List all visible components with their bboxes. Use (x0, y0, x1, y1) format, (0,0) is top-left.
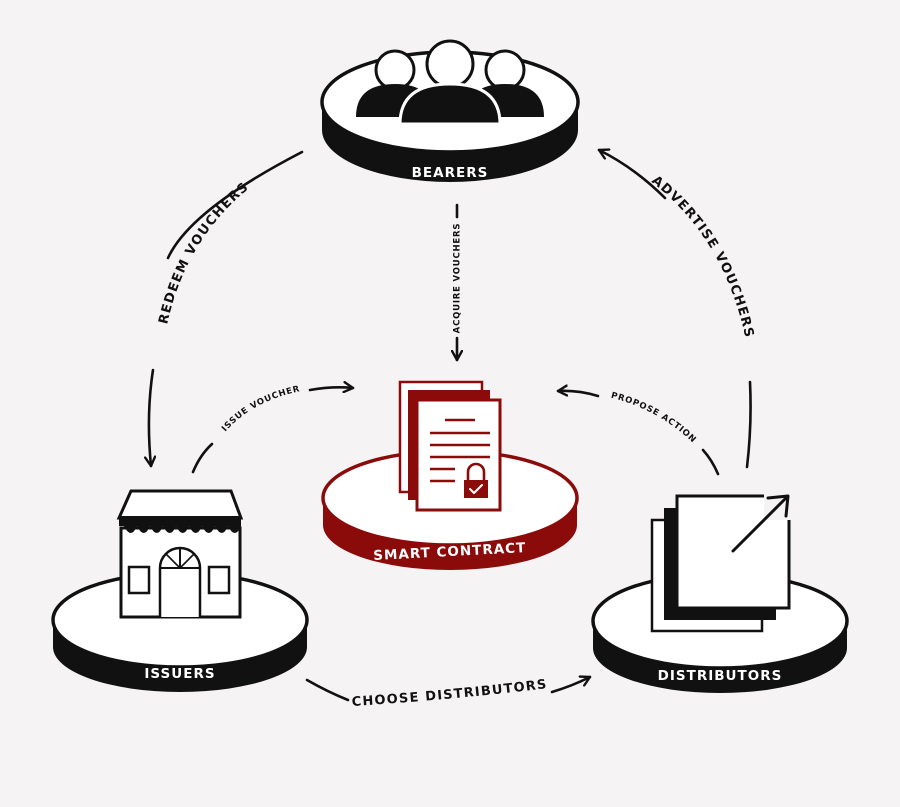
people-group-icon (356, 39, 544, 126)
choose-distributors-arrow (550, 677, 592, 694)
advertise-vouchers-arrow (597, 150, 667, 200)
choose-distributors-arrow-start (305, 678, 350, 702)
issue-voucher-label: ISSUE VOUCHER (220, 384, 301, 434)
redeem-vouchers-arrow (166, 150, 304, 260)
issuers-node: ISSUERS (51, 489, 309, 692)
issuers-label: ISSUERS (144, 666, 215, 682)
distributors-label: DISTRIBUTORS (658, 668, 783, 684)
issuers-platform (51, 571, 309, 692)
advertise-vouchers-label: ADVERTISE VOUCHERS (649, 173, 757, 340)
propose-action-arrow-end (701, 448, 720, 476)
redeem-vouchers-arrow-lower (149, 368, 153, 468)
issue-voucher-arrow-start (191, 442, 214, 474)
issue-voucher-arrow (308, 387, 355, 390)
advertise-vouchers-arrow-lower (745, 380, 752, 469)
distributors-node: DISTRIBUTORS (591, 486, 849, 693)
arrows (149, 150, 752, 702)
propose-action-arrow (556, 391, 600, 398)
choose-distributors-label: CHOOSE DISTRIBUTORS (351, 677, 548, 710)
storefront-icon (116, 489, 244, 619)
propose-action-label: PROPOSE ACTION (610, 391, 698, 446)
bearers-label: BEARERS (412, 165, 489, 181)
acquire-vouchers-label: ACQUIRE VOUCHERS (453, 223, 463, 334)
smart-contract-node: SMART CONTRACT (321, 380, 579, 570)
bearers-node: BEARERS (320, 39, 580, 182)
locked-document-icon (398, 380, 502, 512)
share-external-icon (650, 486, 798, 633)
